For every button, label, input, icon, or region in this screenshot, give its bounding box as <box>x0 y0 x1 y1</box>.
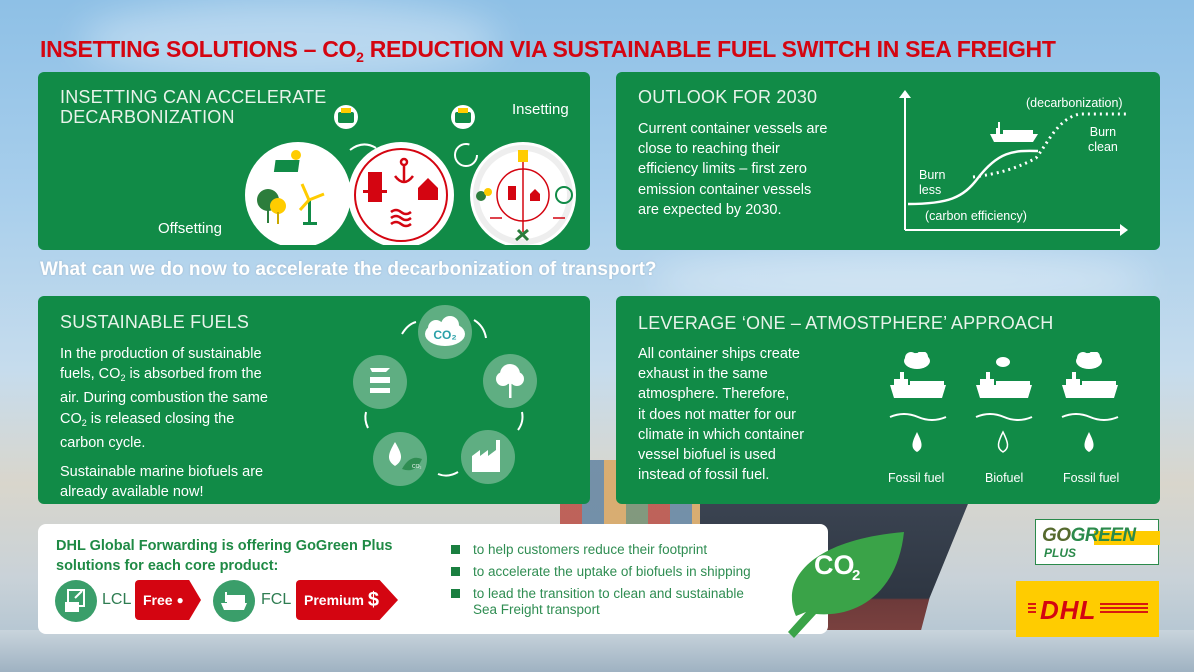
list-item: to accelerate the uptake of biofuels in … <box>451 564 751 580</box>
tree-icon <box>496 364 524 398</box>
lcl-icon <box>55 580 97 622</box>
cycle-arrow-icon <box>454 143 478 167</box>
bullet-square-icon <box>451 545 460 554</box>
y-axis-arrow-icon <box>899 90 911 98</box>
panel-outlook: OUTLOOK FOR 2030 Current container vesse… <box>616 72 1160 250</box>
insetting-diagram <box>245 105 576 245</box>
label-offsetting: Offsetting <box>158 220 222 237</box>
insetting-expanded-circle <box>470 142 576 245</box>
product-lcl: LCL <box>102 591 132 608</box>
svg-text:CO₂: CO₂ <box>433 328 456 342</box>
solar-panel-icon <box>273 150 301 172</box>
factory-icon <box>472 440 500 472</box>
list-item: to help customers reduce their footprint <box>451 542 751 558</box>
biofuel-drop-icon: CO₂ <box>388 442 422 471</box>
gears-icon <box>476 191 486 201</box>
panel-heading: SUSTAINABLE FUELS <box>60 312 250 332</box>
anchor-icon <box>394 157 414 184</box>
svg-text:2: 2 <box>852 567 860 584</box>
panel-sustainable-fuels: SUSTAINABLE FUELS In the production of s… <box>38 296 590 504</box>
label-insetting: Insetting <box>512 101 569 118</box>
no-truck-icon <box>555 186 573 204</box>
carbon-efficiency-curve <box>907 149 1039 206</box>
carbon-cycle-diagram: CO₂ CO₂ <box>353 305 537 486</box>
ship-fossil-1 <box>889 352 947 452</box>
arrow-left-icon <box>349 143 377 151</box>
trees-icon <box>257 189 286 224</box>
tag-free[interactable]: Free ● <box>135 580 201 620</box>
panel-one-atmosphere: LEVERAGE ‘ONE – ATMOSTPHERE’ APPROACH Al… <box>616 296 1160 504</box>
fuel-can-icon <box>518 150 528 162</box>
tag-premium[interactable]: Premium $ <box>296 580 398 620</box>
label-ship-3: Fossil fuel <box>1063 471 1120 485</box>
cycle-arrows-icon <box>364 319 524 477</box>
label-burn-clean: Burn clean <box>1088 125 1118 154</box>
decarbonization-curve <box>972 112 1126 179</box>
bullet-square-icon <box>451 567 460 576</box>
label-ship-1: Fossil fuel <box>888 471 945 485</box>
bullet-square-icon <box>451 589 460 598</box>
section-question: What can we do now to accelerate the dec… <box>40 259 657 280</box>
transport-modes-icon <box>370 368 390 393</box>
panel-insetting: INSETTING CAN ACCELERATE DECARBONIZATION… <box>38 72 590 250</box>
label-decarbonization: (decarbonization) <box>1026 96 1123 110</box>
ships-fuel-comparison <box>889 352 1119 453</box>
insetting-core-circle <box>348 142 454 245</box>
wallet-icon <box>334 105 358 129</box>
co2-cloud-icon: CO₂ <box>425 316 465 346</box>
waves-icon <box>390 208 412 228</box>
panel-heading: INSETTING CAN ACCELERATE DECARBONIZATION <box>60 87 327 127</box>
label-burn-less: Burn less <box>919 168 946 197</box>
outlook-text: Current container vessels are close to r… <box>638 121 828 218</box>
product-fcl: FCL <box>261 591 292 608</box>
benefit-list: to help customers reduce their footprint… <box>451 542 751 618</box>
panel-heading: LEVERAGE ‘ONE – ATMOSTPHERE’ APPROACH <box>638 313 1054 333</box>
decarbonization-curve-chart <box>899 90 1128 236</box>
label-carbon-efficiency: (carbon efficiency) <box>925 209 1027 223</box>
offer-heading: DHL Global Forwarding is offering GoGree… <box>56 538 393 574</box>
svg-text:CO: CO <box>814 550 855 580</box>
wallet-icon <box>451 105 475 129</box>
gogreen-plus-logo: GOGREEN PLUS <box>1035 519 1160 565</box>
co2-leaf-icon: CO 2 <box>788 532 904 638</box>
wrench-icon <box>515 228 530 242</box>
list-item: to lead the transition to clean and sust… <box>451 586 751 618</box>
fcl-icon <box>213 580 255 622</box>
offsetting-circle <box>245 142 351 245</box>
label-ship-2: Biofuel <box>985 471 1024 485</box>
port-icon <box>363 172 387 202</box>
fuels-text: In the production of sustainable fuels, … <box>60 346 268 501</box>
x-axis-arrow-icon <box>1120 224 1128 236</box>
panel-heading: OUTLOOK FOR 2030 <box>638 87 818 107</box>
dhl-logo: DHL <box>1016 581 1159 637</box>
atmosphere-text: All container ships create exhaust in th… <box>638 346 805 484</box>
house-icon <box>418 178 438 200</box>
ship-icon <box>990 122 1038 142</box>
background-cloud <box>80 0 500 80</box>
offer-card: DHL Global Forwarding is offering GoGree… <box>38 524 828 634</box>
svg-text:CO₂: CO₂ <box>412 464 422 470</box>
wind-turbine-icon <box>298 183 325 225</box>
ship-biofuel <box>975 357 1033 453</box>
background-water <box>0 630 1194 672</box>
ship-fossil-2 <box>1061 352 1119 452</box>
page-title: INSETTING SOLUTIONS – CO2 REDUCTION VIA … <box>40 36 1056 65</box>
